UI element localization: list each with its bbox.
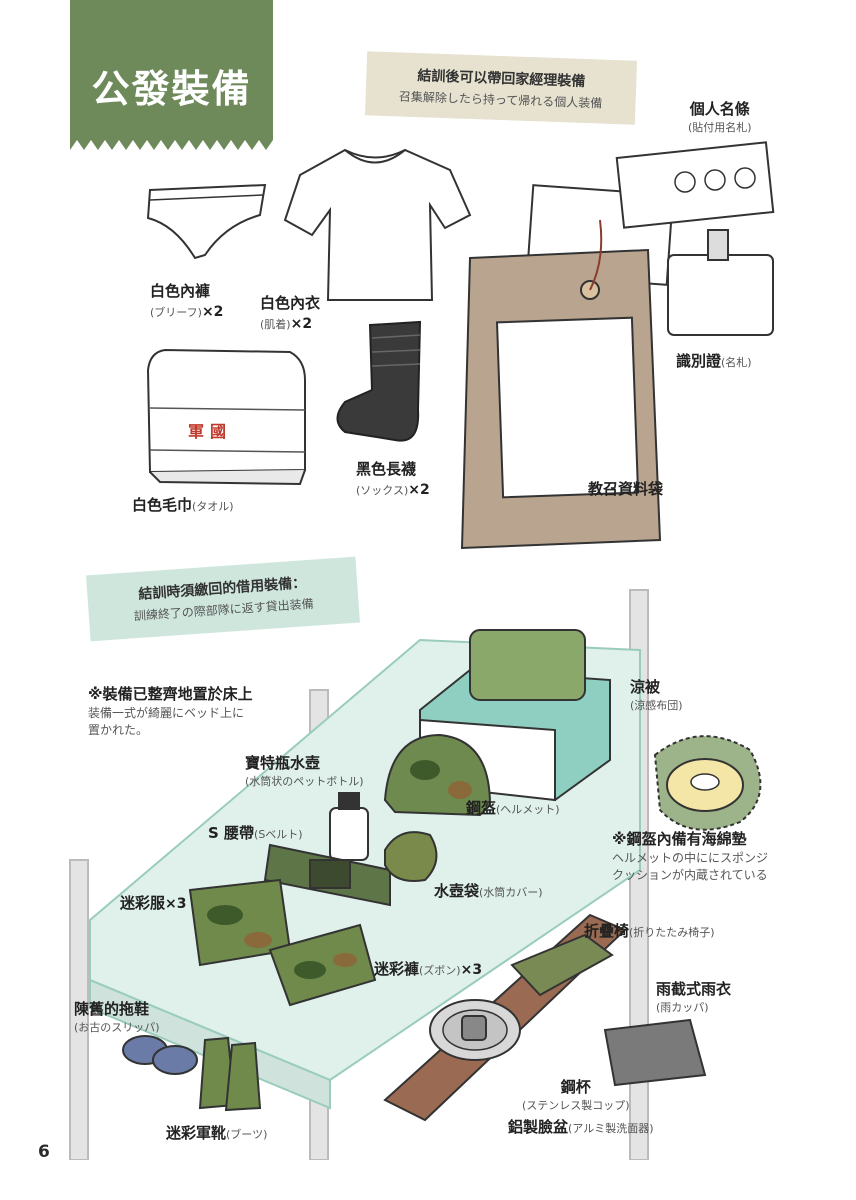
black-sock-icon bbox=[336, 320, 422, 442]
label-blanket: 涼被 (涼感布団) bbox=[630, 678, 683, 712]
label-name-strip: 個人名條 (貼付用名札) bbox=[688, 100, 752, 134]
label-canteen-cover: 水壺袋(水筒カバー) bbox=[434, 882, 543, 900]
bed-note: ※裝備已整齊地置於床上 装備一式が綺麗にベッド上に 置かれた。 bbox=[88, 685, 253, 737]
label-raincoat: 雨截式雨衣 (雨カッパ) bbox=[656, 980, 732, 1014]
briefs-icon bbox=[146, 183, 267, 260]
page-number: 6 bbox=[38, 1142, 50, 1162]
label-white-briefs: 白色內褲 (ブリーフ)×2 bbox=[150, 282, 224, 320]
camo-shirt-icon bbox=[188, 878, 292, 967]
label-document-envelope: 教召資料袋 bbox=[588, 480, 664, 498]
raincoat-pouch-icon bbox=[603, 1018, 707, 1087]
boots-icon bbox=[198, 1036, 262, 1112]
tshirt-icon bbox=[283, 148, 472, 301]
page-title: 公發裝備 bbox=[91, 67, 252, 111]
label-camo-pants: 迷彩褲(ズボン)×3 bbox=[374, 960, 483, 978]
label-slippers: 陳舊的拖鞋 (お古のスリッパ) bbox=[74, 1000, 160, 1034]
label-steel-cup: 鋼杯 (ステンレス製コップ) bbox=[522, 1078, 630, 1112]
label-helmet: 鋼盔(ヘルメット) bbox=[466, 799, 560, 817]
bed-illustration bbox=[69, 589, 762, 1160]
canteen-cover-icon bbox=[384, 831, 438, 882]
label-s-belt: S 腰帶(Sベルト) bbox=[208, 824, 303, 842]
name-tag-icon bbox=[615, 141, 775, 229]
steel-cup-icon bbox=[461, 1015, 487, 1041]
label-aluminum-basin: 鋁製臉盆(アルミ製洗面器) bbox=[508, 1118, 654, 1136]
id-badge-icon bbox=[667, 229, 774, 336]
sponge-note: ※鋼盔內備有海綿墊 ヘルメットの中ににスポンジ クッションが内蔵されている bbox=[612, 830, 769, 882]
helmet-sponge-pad-icon bbox=[653, 735, 762, 831]
label-combat-boots: 迷彩軍靴(ブーツ) bbox=[166, 1124, 268, 1142]
title-banner: 公發裝備 bbox=[70, 0, 273, 150]
label-id-badge: 識別證(名札) bbox=[676, 352, 752, 370]
label-pet-bottle: 寶特瓶水壺 (水筒状のペットボトル) bbox=[245, 754, 364, 788]
document-envelope-icon bbox=[460, 184, 675, 550]
banner-zigzag-edge bbox=[70, 138, 273, 150]
label-white-undershirt: 白色內衣 (肌着)×2 bbox=[260, 294, 321, 332]
slippers-icon bbox=[122, 1035, 198, 1075]
kept-items-illustration bbox=[146, 141, 775, 550]
towel-print: 軍國 bbox=[188, 422, 233, 441]
label-white-towel: 白色毛巾(タオル) bbox=[132, 496, 234, 514]
helmet-icon bbox=[383, 733, 492, 817]
towel-icon bbox=[146, 348, 306, 486]
label-camo-shirt: 迷彩服×3 bbox=[120, 894, 187, 912]
label-folding-chair: 折疊椅(折りたたみ椅子) bbox=[584, 922, 715, 940]
belt-icon bbox=[263, 843, 391, 907]
camo-pants-icon bbox=[268, 923, 377, 1007]
label-black-socks: 黑色長襪 (ソックス)×2 bbox=[356, 460, 430, 498]
